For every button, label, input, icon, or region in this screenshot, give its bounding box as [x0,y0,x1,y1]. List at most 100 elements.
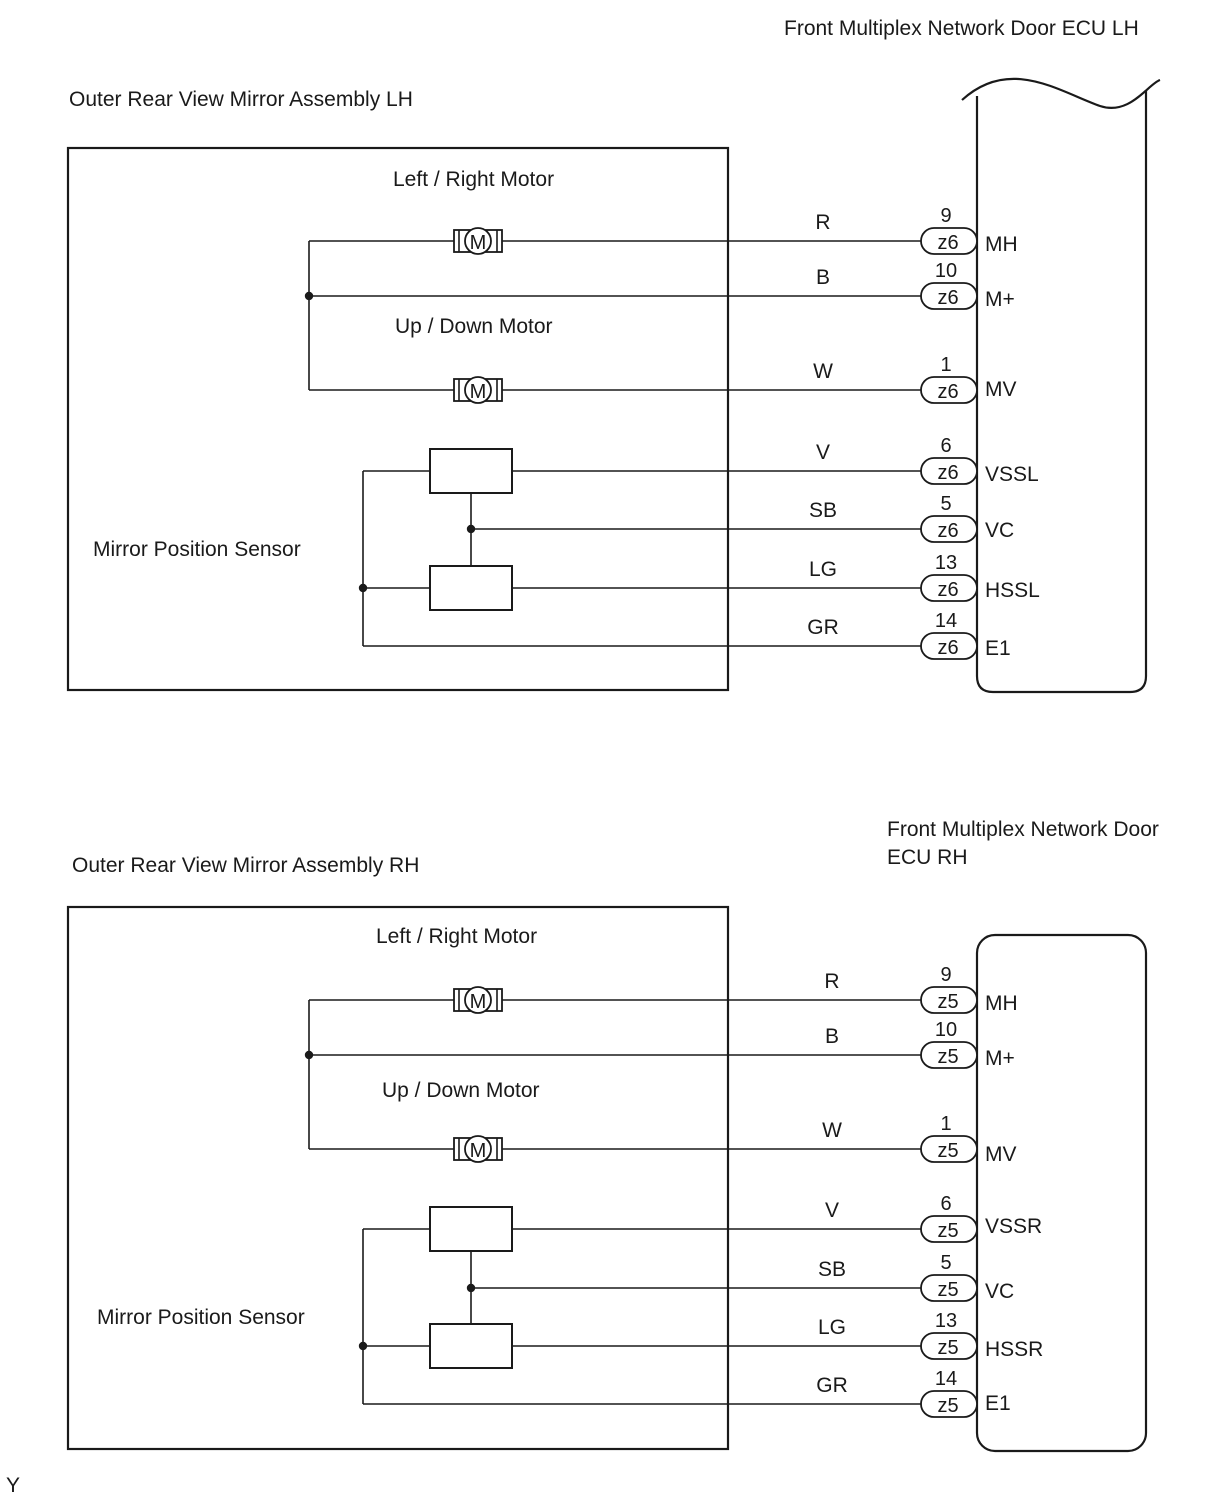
motor-icon: M [453,376,503,404]
pin-number: 9 [940,205,951,227]
circuit-lh: Outer Rear View Mirror Assembly LH Front … [66,17,1161,694]
junction-dot [304,1050,314,1060]
pin-number: 13 [935,552,957,574]
assembly-title: Outer Rear View Mirror Assembly RH [72,854,419,877]
motor-symbol: M [470,381,487,403]
wire-color-label: V [825,1199,839,1222]
pin-number: 6 [940,1193,951,1215]
terminal-label: MV [985,1143,1017,1166]
connector-shell [920,282,978,310]
wire-color-label: W [822,1119,842,1142]
junction-dot [304,291,314,301]
connector-shell [920,515,978,543]
circuit-rh: Outer Rear View Mirror Assembly RH Front … [66,818,1159,1453]
terminal-label: HSSR [985,1338,1043,1361]
sensor-element-2 [429,565,513,611]
connector: z6 [920,457,978,485]
junction-dot [358,583,368,593]
connector-label: z6 [937,579,958,601]
wire-color-label: GR [816,1374,848,1397]
motor-armature [464,376,492,404]
sensor-element-1 [429,1206,513,1252]
connector: z5 [920,1390,978,1418]
terminal-label: MH [985,233,1018,256]
pin-number: 13 [935,1310,957,1332]
connector-label: z5 [937,1337,958,1359]
connector: z5 [920,1135,978,1163]
wire-color-label: LG [818,1316,846,1339]
motor-icon: M [453,1135,503,1163]
ecu-title: Front Multiplex Network Door ECU LH [784,17,1139,40]
motor-icon: M [453,986,503,1014]
junction-dot [466,524,476,534]
wire-color-label: SB [818,1258,846,1281]
sensor-element-2 [429,1323,513,1369]
connector-label: z5 [937,1395,958,1417]
wire-color-label: GR [807,616,839,639]
connector-label: z5 [937,991,958,1013]
connector-label: z5 [937,1046,958,1068]
pin-number: 10 [935,1019,957,1041]
pin-number: 9 [940,964,951,986]
connector-label: z6 [937,520,958,542]
motor-armature [464,1135,492,1163]
connector: z6 [920,282,978,310]
terminal-label: E1 [985,637,1011,660]
connector: z5 [920,1041,978,1069]
wire-color-label: SB [809,499,837,522]
terminal-label: M+ [985,1047,1015,1070]
connector-shell [920,632,978,660]
connector-label: z6 [937,462,958,484]
pin-number: 14 [935,610,957,632]
motor-symbol: M [470,232,487,254]
connector-shell [920,1041,978,1069]
connector-shell [920,1390,978,1418]
ud-motor-label: Up / Down Motor [395,315,553,338]
connector: z6 [920,574,978,602]
connector-shell [920,574,978,602]
assembly-title: Outer Rear View Mirror Assembly LH [69,88,413,111]
junction-dot [358,1341,368,1351]
pin-number: 6 [940,435,951,457]
terminal-label: M+ [985,288,1015,311]
lr-motor-label: Left / Right Motor [376,925,537,948]
terminal-label: E1 [985,1392,1011,1415]
connector: z5 [920,986,978,1014]
pin-number: 1 [940,1113,951,1135]
connector: z5 [920,1274,978,1302]
connector-shell [920,1332,978,1360]
connector-label: z6 [937,232,958,254]
ecu-title: Front Multiplex Network Door [887,818,1159,841]
ecu-body [975,933,1148,1453]
ecu-title: ECU RH [887,846,968,869]
sensor-label: Mirror Position Sensor [97,1306,305,1329]
wire-color-label: LG [809,558,837,581]
pin-number: 1 [940,354,951,376]
terminal-label: MH [985,992,1018,1015]
terminal-label: VSSR [985,1215,1042,1238]
sensor-element-1 [429,448,513,494]
connector: z6 [920,376,978,404]
connector-label: z6 [937,287,958,309]
motor-armature [464,227,492,255]
connector-shell [920,1274,978,1302]
terminal-label: VC [985,1280,1014,1303]
connector: z6 [920,227,978,255]
connector-label: z6 [937,637,958,659]
connector-label: z6 [937,381,958,403]
motor-armature [464,986,492,1014]
pin-number: 10 [935,260,957,282]
motor-icon: M [453,227,503,255]
connector: z6 [920,515,978,543]
wire-color-label: R [815,211,830,234]
ud-motor-label: Up / Down Motor [382,1079,540,1102]
connector-shell [920,986,978,1014]
connector-shell [920,1135,978,1163]
wire-color-label: W [813,360,833,383]
connector-shell [920,1215,978,1243]
wire-color-label: B [816,266,830,289]
junction-dot [466,1283,476,1293]
wire-color-label: B [825,1025,839,1048]
connector-label: z5 [937,1279,958,1301]
connector: z5 [920,1332,978,1360]
